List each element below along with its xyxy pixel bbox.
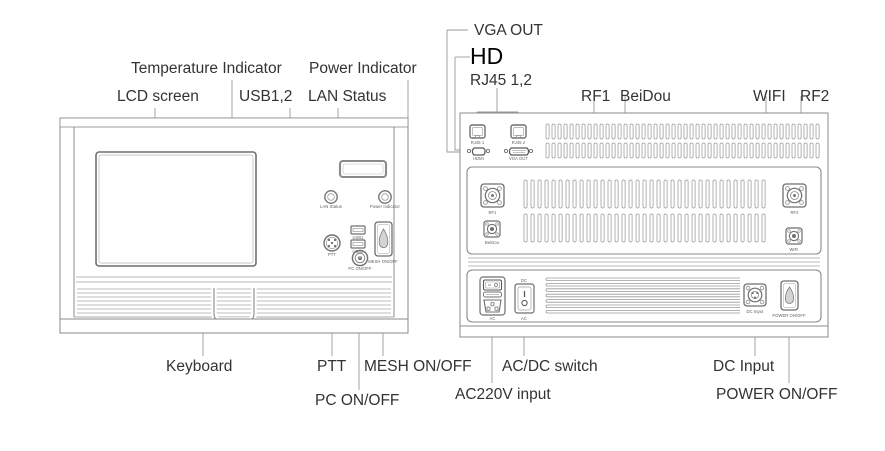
callout-keyboard: Keyboard xyxy=(166,358,233,375)
svg-text:USB2: USB2 xyxy=(352,249,364,254)
callout-pc-on-off: PC ON/OFF xyxy=(315,392,400,409)
module-divider-slats xyxy=(468,257,820,267)
svg-text:POWER ON/OFF: POWER ON/OFF xyxy=(772,313,806,318)
callout-lan-status: LAN Status xyxy=(308,88,387,105)
callout-rf2: RF2 xyxy=(800,88,830,105)
wifi-connector: WIFI xyxy=(785,227,803,252)
svg-text:USB1: USB1 xyxy=(352,235,364,240)
callout-temperature-indicator: Temperature Indicator xyxy=(131,60,282,77)
callout-hd: HD xyxy=(470,43,504,69)
vent-row-1 xyxy=(545,123,820,140)
svg-text:MESH ON/OFF: MESH ON/OFF xyxy=(368,259,398,264)
callout-rf1: RF1 xyxy=(581,88,611,105)
callout-usb12: USB1,2 xyxy=(239,88,293,105)
callout-beidou: BeiDou xyxy=(620,88,671,105)
middle-vent-row-a xyxy=(523,179,766,209)
callout-ptt: PTT xyxy=(317,358,347,375)
callout-ac-dc-switch: AC/DC switch xyxy=(502,358,598,375)
callout-power-on-off: POWER ON/OFF xyxy=(716,386,838,403)
callout-rj45-12: RJ45 1,2 xyxy=(470,72,533,89)
keyboard-slats xyxy=(77,288,391,318)
svg-text:LAN Status: LAN Status xyxy=(320,204,342,209)
callout-dc-input: DC Input xyxy=(713,358,775,375)
svg-text:BeiDou: BeiDou xyxy=(485,240,499,245)
rf2-connector: RF2 xyxy=(782,183,807,215)
rf1-connector: RF1 xyxy=(480,183,505,215)
svg-text:AC: AC xyxy=(521,316,527,321)
svg-text:RJ45 2: RJ45 2 xyxy=(512,140,526,145)
svg-text:RF1: RF1 xyxy=(488,210,497,215)
svg-text:PTT: PTT xyxy=(328,252,336,257)
rear-panel-unit: RJ45 1 RJ45 2 HDMI VGA OUT xyxy=(459,112,829,338)
svg-text:DC Input: DC Input xyxy=(747,309,765,314)
svg-text:Power Indicator: Power Indicator xyxy=(370,204,400,209)
callout-wifi: WIFI xyxy=(753,88,786,105)
svg-text:AC: AC xyxy=(490,316,496,321)
svg-text:VGA OUT: VGA OUT xyxy=(509,156,528,161)
svg-text:RJ45 1: RJ45 1 xyxy=(471,140,485,145)
svg-text:RF2: RF2 xyxy=(790,210,799,215)
dc-input-connector: DC Input xyxy=(743,283,767,314)
power-on-off-switch: POWER ON/OFF xyxy=(772,280,806,318)
svg-text:HDMI: HDMI xyxy=(473,156,484,161)
svg-text:DC: DC xyxy=(521,278,527,283)
callout-power-indicator: Power Indicator xyxy=(309,60,417,77)
svg-text:WIFI: WIFI xyxy=(789,247,798,252)
callout-mesh-on-off: MESH ON/OFF xyxy=(364,358,472,375)
svg-text:PC ON/OFF: PC ON/OFF xyxy=(348,266,372,271)
front-panel-unit: LAN Status Power Indicator USB1 USB2 PTT… xyxy=(59,117,409,334)
vent-row-2 xyxy=(545,142,820,159)
ac-dc-switch: DC AC xyxy=(514,278,535,321)
middle-vent-row-b xyxy=(523,213,766,243)
beidou-connector: BeiDou xyxy=(483,220,501,245)
callout-lcd-screen: LCD screen xyxy=(117,88,199,105)
callout-ac220v-input: AC220V input xyxy=(455,386,551,403)
ac220v-inlet: AC xyxy=(479,276,506,321)
callout-vga-out: VGA OUT xyxy=(474,22,543,39)
